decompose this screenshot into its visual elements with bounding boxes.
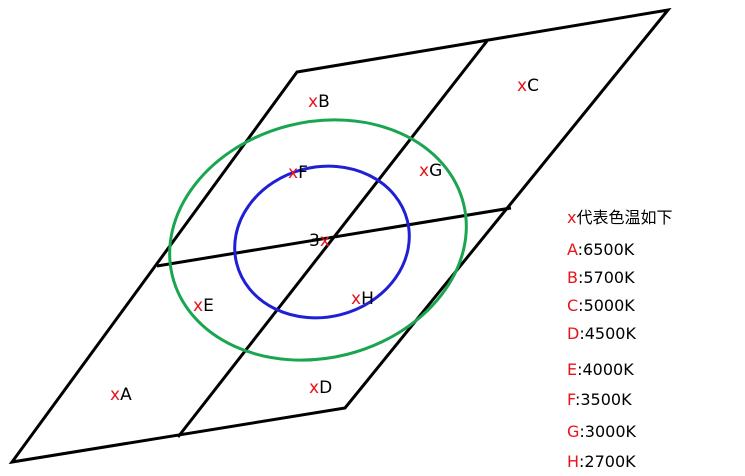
legend-item-a: A:6500K bbox=[567, 240, 635, 259]
point-c-label: xC bbox=[517, 76, 539, 96]
point-d-label: xD bbox=[309, 378, 332, 398]
legend-item-h: H:2700K bbox=[567, 452, 636, 471]
point-b-label: xB bbox=[308, 92, 330, 112]
legend-item-f: F:3500K bbox=[567, 390, 632, 409]
legend-item-c: C:5000K bbox=[567, 296, 635, 315]
legend-item-e: E:4000K bbox=[567, 360, 634, 379]
point-e-label: xE bbox=[193, 296, 214, 316]
legend-item-g: G:3000K bbox=[567, 422, 637, 441]
point-a-label: xA bbox=[110, 385, 132, 405]
outer-parallelogram bbox=[8, 7, 672, 465]
legend-item-d: D:4500K bbox=[567, 324, 636, 343]
outer-green-ellipse bbox=[168, 118, 468, 362]
legend-item-b: B:5700K bbox=[567, 268, 635, 287]
divider-line-horizontal bbox=[156, 206, 512, 268]
divider-line-vertical bbox=[176, 40, 489, 438]
inner-blue-ellipse bbox=[233, 164, 411, 320]
point-f-label: xF bbox=[288, 163, 308, 183]
legend-title: x代表色温如下 bbox=[567, 208, 672, 227]
point-g-label: xG bbox=[419, 161, 442, 181]
center-label: 3x bbox=[309, 231, 330, 251]
point-h-label: xH bbox=[351, 289, 374, 309]
legend: x代表色温如下 A:6500K B:5700K C:5000K D:4500K … bbox=[567, 208, 672, 471]
